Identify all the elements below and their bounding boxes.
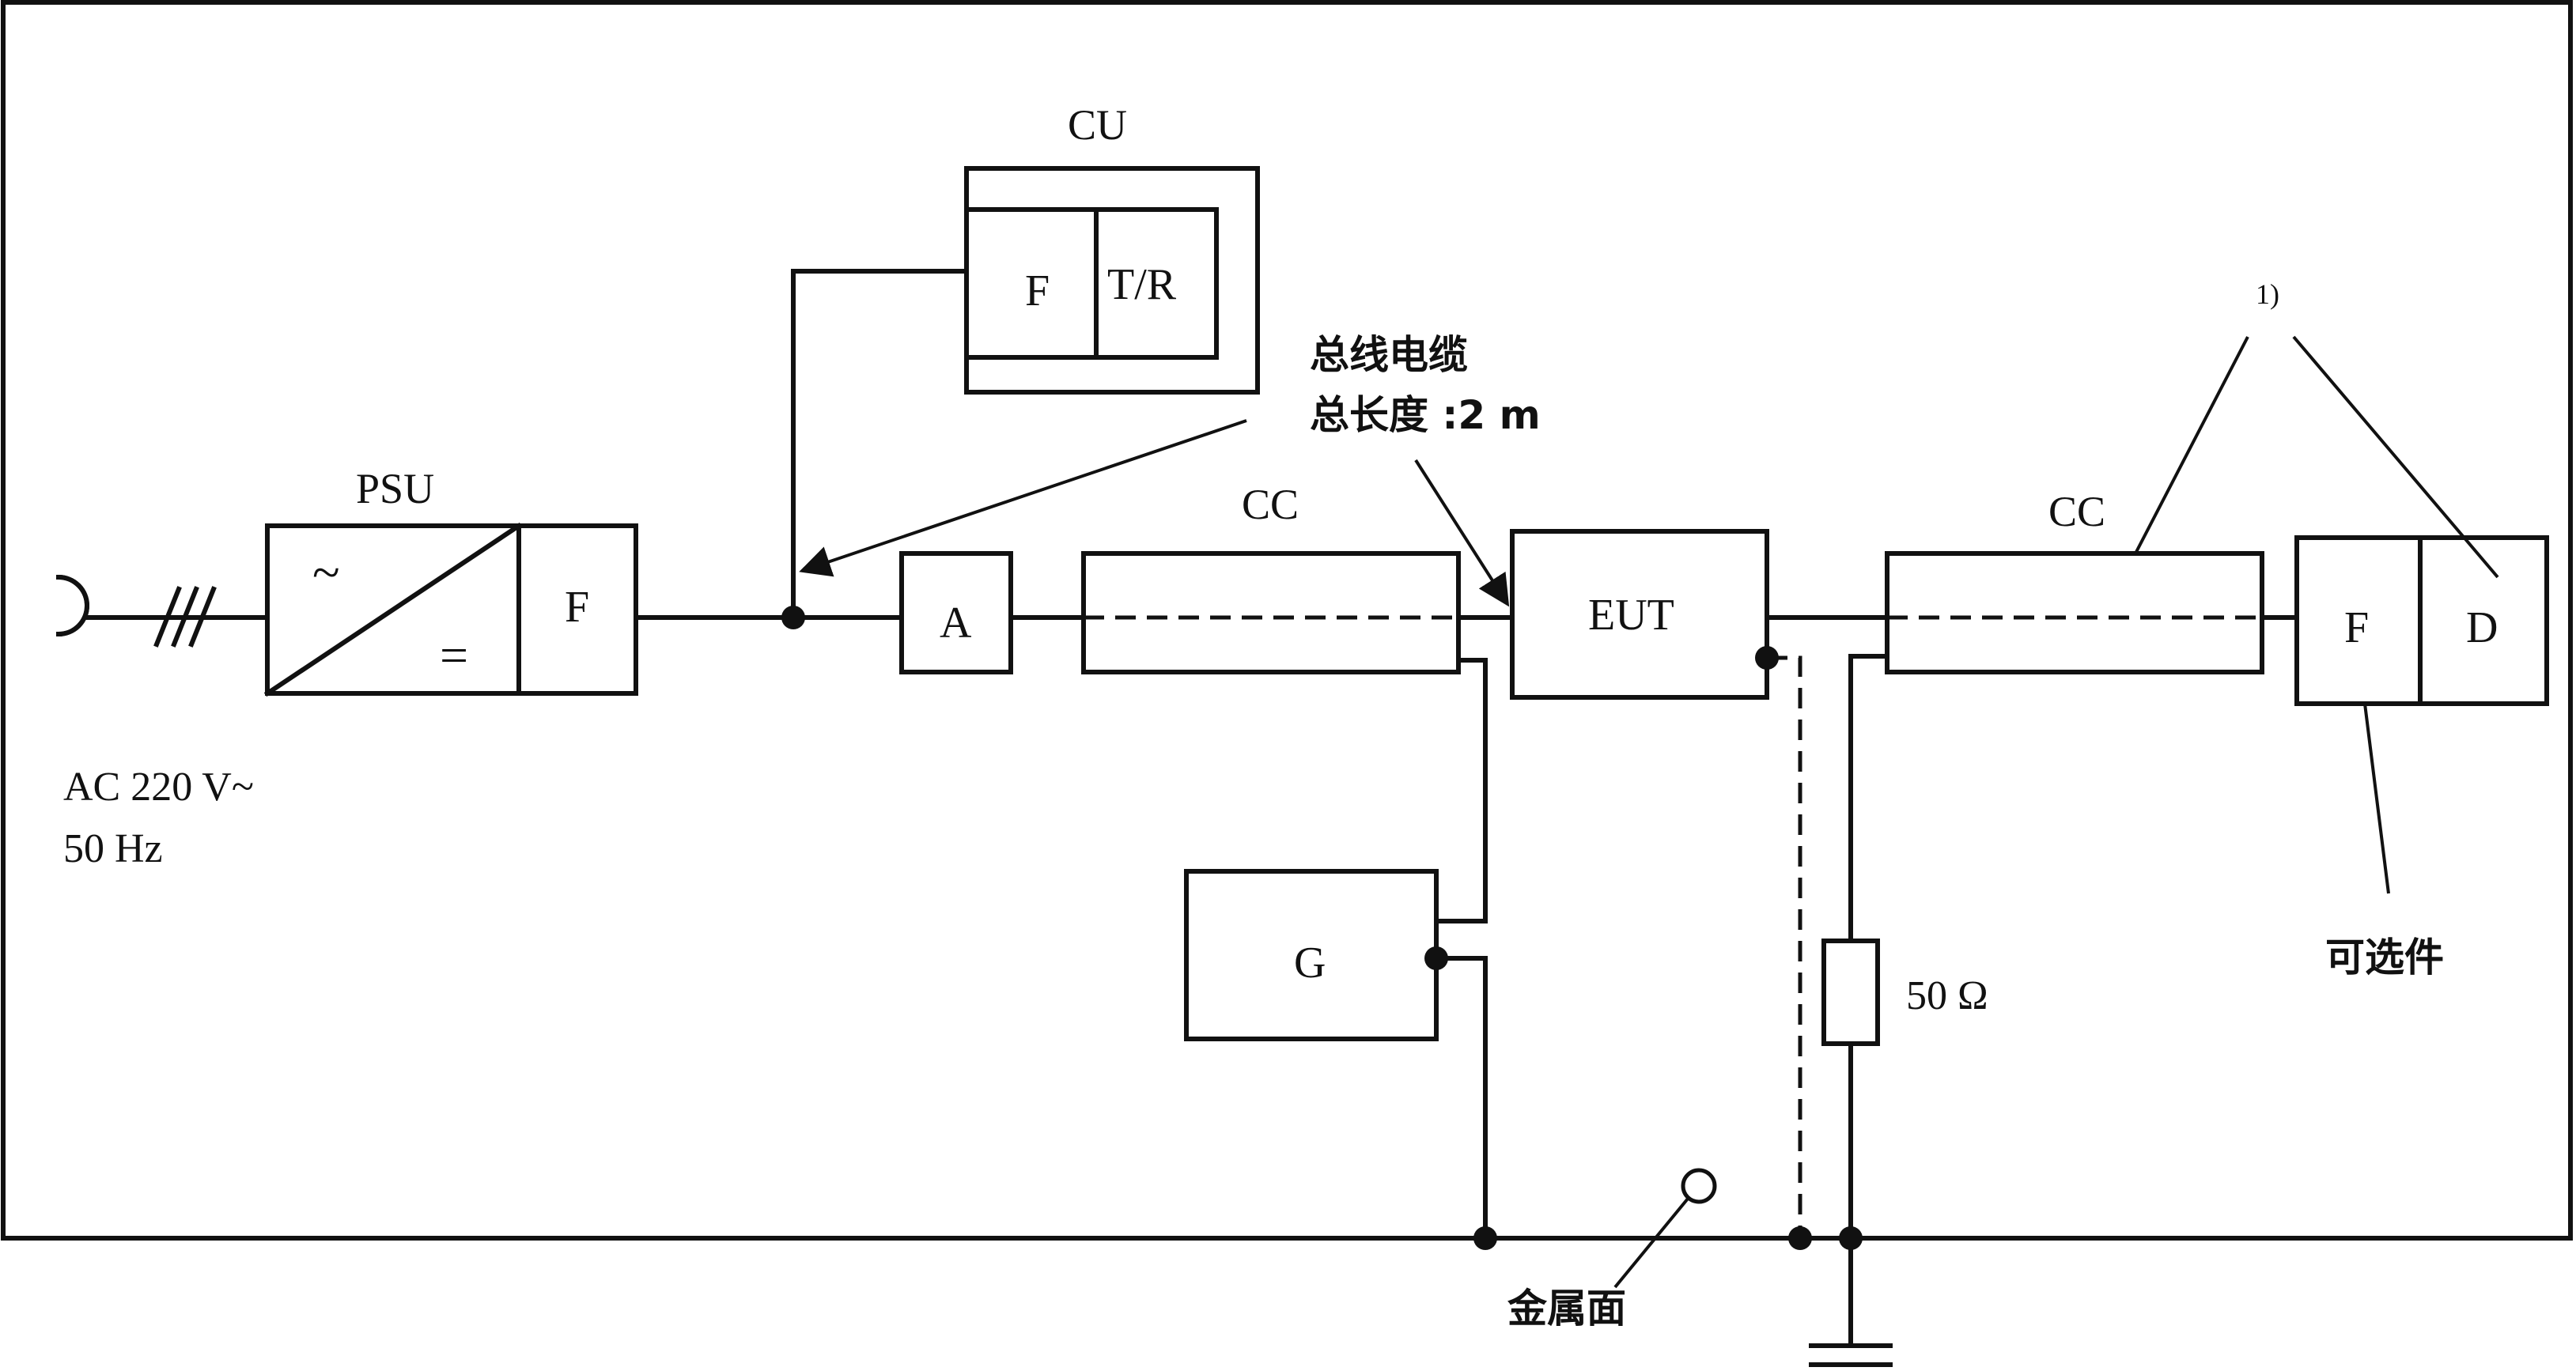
- cu-tr-label: T/R: [1107, 260, 1177, 309]
- detector-unit-block: [2294, 535, 2549, 706]
- psu-block: [263, 522, 638, 697]
- ground-junction-dot-eut: [1788, 1226, 1812, 1250]
- footnote-leader-cc: [2134, 336, 2249, 554]
- optional-part-label: 可选件: [2325, 935, 2444, 980]
- resistor-label: 50 Ω: [1906, 973, 1988, 1018]
- mains-plug-icon: [55, 574, 90, 637]
- bus-cable-note: 总线电缆: [1310, 332, 1468, 378]
- cu-block: [964, 166, 1260, 395]
- footnote-leader-detector: [2292, 335, 2499, 579]
- detector-label: D: [2466, 603, 2498, 652]
- diagram-frame: [1, 0, 2573, 1241]
- ground-plane-label: 金属面: [1507, 1286, 1626, 1331]
- generator-label: G: [1294, 939, 1326, 988]
- psu-ac-symbol: ~: [312, 544, 340, 600]
- coupling-clamp-right: [1885, 551, 2264, 674]
- bus-wire-to-cu: [791, 269, 969, 620]
- eut-block: [1510, 529, 1769, 700]
- ground-plane-leader: [1613, 1197, 1689, 1289]
- generator-ground-wire: [1434, 956, 1488, 1241]
- amplifier-block: [899, 551, 1013, 674]
- cc-right-label: CC: [2048, 488, 2105, 535]
- resistor-50-ohm: [1821, 939, 1880, 1046]
- psu-filter-label: F: [565, 583, 589, 632]
- psu-label: PSU: [356, 465, 434, 512]
- psu-dc-symbol: =: [440, 627, 468, 683]
- ground-junction-dot-generator: [1473, 1226, 1497, 1250]
- eut-dashed-ground-link: [1767, 655, 1802, 1238]
- cu-filter-label: F: [1025, 266, 1050, 315]
- ground-junction-dot-resistor: [1839, 1226, 1863, 1250]
- termination-wire: [1848, 654, 1889, 943]
- bus-note-arrow-right: [1414, 459, 1510, 607]
- three-phase-hatch-icon: [153, 586, 217, 648]
- bus-length-note: 总长度 :2 m: [1310, 392, 1541, 438]
- footnote-marker: 1): [2256, 278, 2279, 310]
- earth-ground-icon: [1809, 1343, 1893, 1367]
- cu-label: CU: [1068, 101, 1127, 149]
- bus-note-arrow-left: [799, 419, 1247, 577]
- amplifier-label: A: [940, 599, 972, 648]
- detector-filter-label: F: [2344, 603, 2369, 652]
- eut-label: EUT: [1588, 591, 1674, 640]
- mains-frequency-label: 50 Hz: [63, 826, 163, 871]
- ground-plane-marker-icon: [1681, 1168, 1717, 1204]
- optional-leader: [2363, 703, 2390, 894]
- cc-left-label: CC: [1242, 481, 1299, 528]
- generator-wire-from-cc: [1434, 658, 1488, 923]
- mains-voltage-label: AC 220 V~: [63, 765, 254, 810]
- coupling-clamp-left: [1081, 551, 1461, 674]
